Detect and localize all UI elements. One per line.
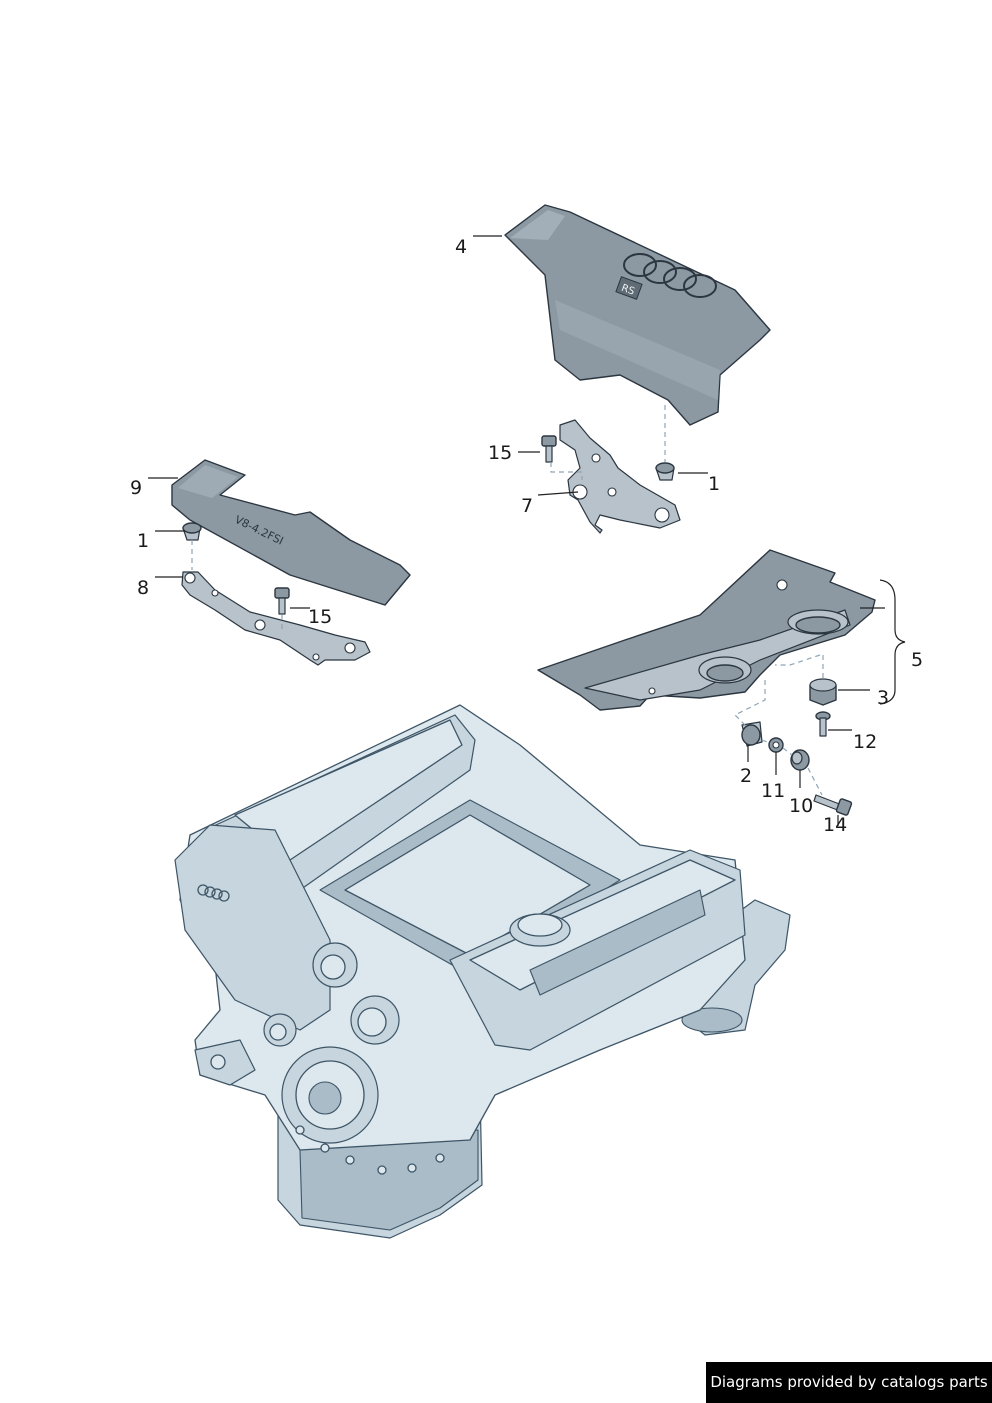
engine-cover-top: RS: [504, 204, 771, 426]
grommet-1-right: [655, 462, 675, 481]
grommet-1-left: [182, 522, 202, 541]
callout-1-right: 1: [708, 473, 720, 495]
callout-8: 8: [137, 577, 149, 599]
callout-7: 7: [521, 495, 533, 517]
bolt-12: [815, 711, 831, 737]
cover-part-5: [537, 549, 876, 711]
bolt-15-lower: [274, 587, 290, 615]
washer-11: [768, 737, 784, 753]
bolt-15-upper: [541, 435, 557, 463]
bushing-10: [790, 749, 810, 771]
callout-12: 12: [853, 731, 877, 753]
callout-3: 3: [877, 687, 889, 709]
nut-3: [809, 678, 837, 706]
credit-footer: Diagrams provided by catalogs parts: [706, 1362, 992, 1403]
callout-5: 5: [911, 649, 923, 671]
sleeve-2: [741, 721, 763, 747]
callout-15-lower: 15: [308, 606, 332, 628]
callout-labels: 4 15 1 7 9 1 8 15 5 3 12 2 11 10 14: [130, 236, 923, 836]
callout-1-left: 1: [137, 530, 149, 552]
leader-lines: [148, 235, 906, 826]
audi-rings-logo: [623, 253, 717, 298]
bolt-14: [813, 794, 853, 816]
callout-11: 11: [761, 780, 785, 802]
callout-14: 14: [823, 814, 847, 836]
callout-15-upper: 15: [488, 442, 512, 464]
callout-2: 2: [740, 765, 752, 787]
callout-9: 9: [130, 477, 142, 499]
bracket-part-7: [559, 419, 681, 534]
engine-block: [174, 704, 791, 1239]
cover-part-9: V8-4.2FSI: [171, 459, 411, 606]
rs-badge-text: RS: [620, 283, 636, 298]
assembly-guide-lines: [191, 405, 824, 796]
callout-4: 4: [455, 236, 467, 258]
gasket-plate-part-8: [181, 571, 371, 666]
callout-10: 10: [789, 795, 813, 817]
